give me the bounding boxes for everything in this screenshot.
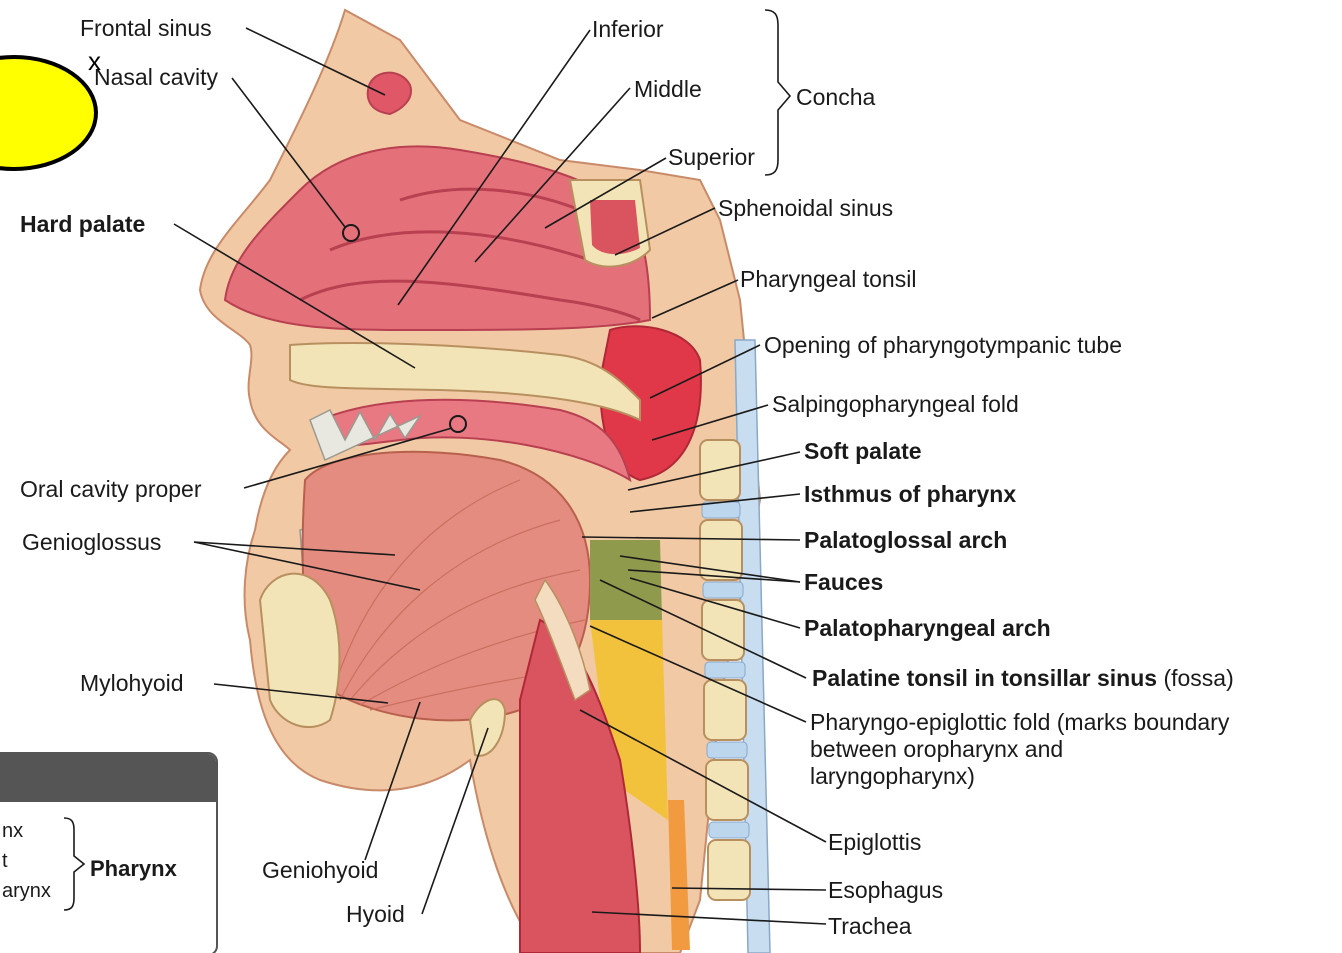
label-salpingopharyngeal-fold: Salpingopharyngeal fold: [772, 391, 1019, 417]
label-fauces: Fauces: [804, 569, 883, 595]
label-geniohyoid: Geniohyoid: [262, 857, 378, 883]
label-epiglottis: Epiglottis: [828, 829, 921, 855]
label-palatine-tonsil: Palatine tonsil in tonsillar sinus: [812, 665, 1157, 691]
callout-text: x: [88, 46, 101, 77]
label-hyoid: Hyoid: [346, 901, 405, 927]
label-concha-superior: Superior: [668, 144, 755, 170]
label-pharyngeal-tonsil: Pharyngeal tonsil: [740, 266, 916, 292]
label-isthmus-of-pharynx: Isthmus of pharynx: [804, 481, 1016, 507]
label-nasal-cavity: Nasal cavity: [94, 64, 218, 90]
label-pharyngo-epiglottic-fold: Pharyngo-epiglottic fold (marks boundary…: [810, 709, 1230, 790]
label-concha-inferior: Inferior: [592, 16, 664, 42]
pharynx-legend-box: nx t arynx Pharynx: [0, 752, 218, 953]
label-frontal-sinus: Frontal sinus: [80, 15, 212, 41]
label-concha: Concha: [796, 84, 875, 110]
label-soft-palate: Soft palate: [804, 438, 922, 464]
label-opening-pharyngotympanic-tube: Opening of pharyngotympanic tube: [764, 332, 1122, 358]
label-trachea: Trachea: [828, 913, 912, 939]
label-sphenoidal-sinus: Sphenoidal sinus: [718, 195, 893, 221]
legend-header-bar: [0, 754, 216, 802]
label-genioglossus: Genioglossus: [22, 529, 161, 555]
mandible-shape: [260, 574, 339, 727]
label-hard-palate: Hard palate: [20, 211, 145, 237]
label-palatoglossal-arch: Palatoglossal arch: [804, 527, 1007, 553]
label-palatine-tonsil-line: Palatine tonsil in tonsillar sinus (foss…: [812, 665, 1234, 691]
label-esophagus: Esophagus: [828, 877, 943, 903]
legend-brace: [62, 816, 86, 912]
legend-row-3: arynx: [2, 880, 51, 903]
label-concha-middle: Middle: [634, 76, 702, 102]
label-oral-cavity-proper: Oral cavity proper: [20, 476, 202, 502]
legend-title: Pharynx: [90, 856, 177, 882]
legend-row-1: nx: [2, 820, 23, 843]
label-mylohyoid: Mylohyoid: [80, 670, 184, 696]
label-palatine-tonsil-suffix: (fossa): [1163, 665, 1233, 691]
label-palatopharyngeal-arch: Palatopharyngeal arch: [804, 615, 1051, 641]
legend-row-2: t: [2, 850, 8, 873]
